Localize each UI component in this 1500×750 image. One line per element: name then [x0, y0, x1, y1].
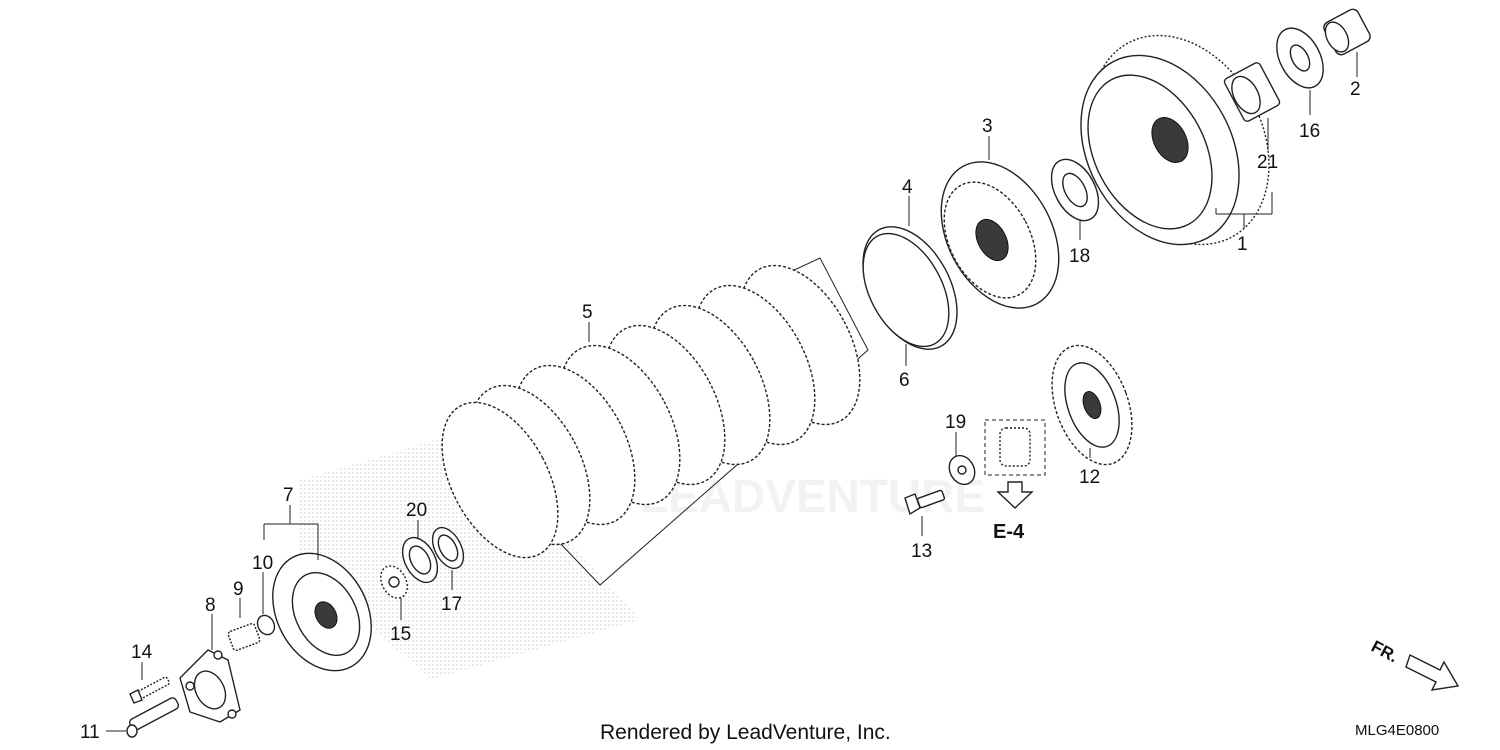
label-part-10: 10	[252, 553, 273, 574]
clutch-disk-stack	[441, 257, 869, 586]
label-part-7: 7	[283, 485, 294, 506]
label-part-12: 12	[1079, 467, 1100, 488]
lock-nut	[380, 565, 408, 599]
label-part-19: 19	[945, 412, 966, 433]
label-part-15: 15	[390, 624, 411, 645]
front-direction-text: FR.	[1368, 637, 1401, 667]
label-part-21: 21	[1257, 152, 1278, 173]
label-part-13: 13	[911, 541, 932, 562]
label-part-6: 6	[899, 370, 910, 391]
label-part-14: 14	[131, 642, 153, 663]
clutch-center	[940, 161, 1060, 309]
label-part-2: 2	[1350, 79, 1361, 100]
washer-19	[948, 454, 976, 486]
pressure-plate	[272, 552, 372, 672]
clutch-outer-housing	[1080, 34, 1270, 246]
washer-20	[401, 536, 439, 584]
leader-lines	[106, 52, 1358, 732]
lifter-rod	[126, 697, 180, 738]
label-part-8: 8	[205, 595, 216, 616]
bolt-13	[904, 489, 946, 516]
reference-marker: E-4	[993, 521, 1025, 543]
thrust-washer-16	[1276, 27, 1324, 89]
label-part-17: 17	[441, 594, 462, 615]
label-part-18: 18	[1069, 246, 1090, 267]
render-credit: Rendered by LeadVenture, Inc.	[600, 721, 891, 744]
thrust-washer-18	[1050, 158, 1100, 222]
label-part-1: 1	[1237, 234, 1248, 255]
label-part-9: 9	[233, 579, 244, 600]
collar	[1323, 8, 1371, 56]
label-part-11: 11	[80, 722, 100, 743]
label-part-4: 4	[902, 177, 913, 198]
front-arrow-icon	[1405, 654, 1460, 691]
label-part-5: 5	[582, 302, 593, 323]
o-ring-10	[256, 614, 276, 636]
diagram-code: MLG4E0800	[1355, 722, 1439, 739]
label-part-20: 20	[406, 500, 427, 521]
front-direction-marker: FR.	[1368, 637, 1460, 691]
label-part-16: 16	[1299, 121, 1320, 142]
reference-box	[984, 419, 1046, 509]
bolt-14	[129, 676, 170, 704]
washer-17	[431, 526, 465, 570]
spring-9	[227, 622, 261, 652]
primary-drive-gear	[1051, 344, 1133, 466]
label-part-3: 3	[982, 116, 993, 137]
spring-seat-rings	[862, 226, 958, 350]
needle-bearing	[1223, 62, 1281, 122]
part-number-labels: 1 2 3 4 5 6 7 8 9 10 11 12 13 14 15 16 1…	[80, 79, 1361, 743]
bearing-plate	[179, 649, 241, 723]
